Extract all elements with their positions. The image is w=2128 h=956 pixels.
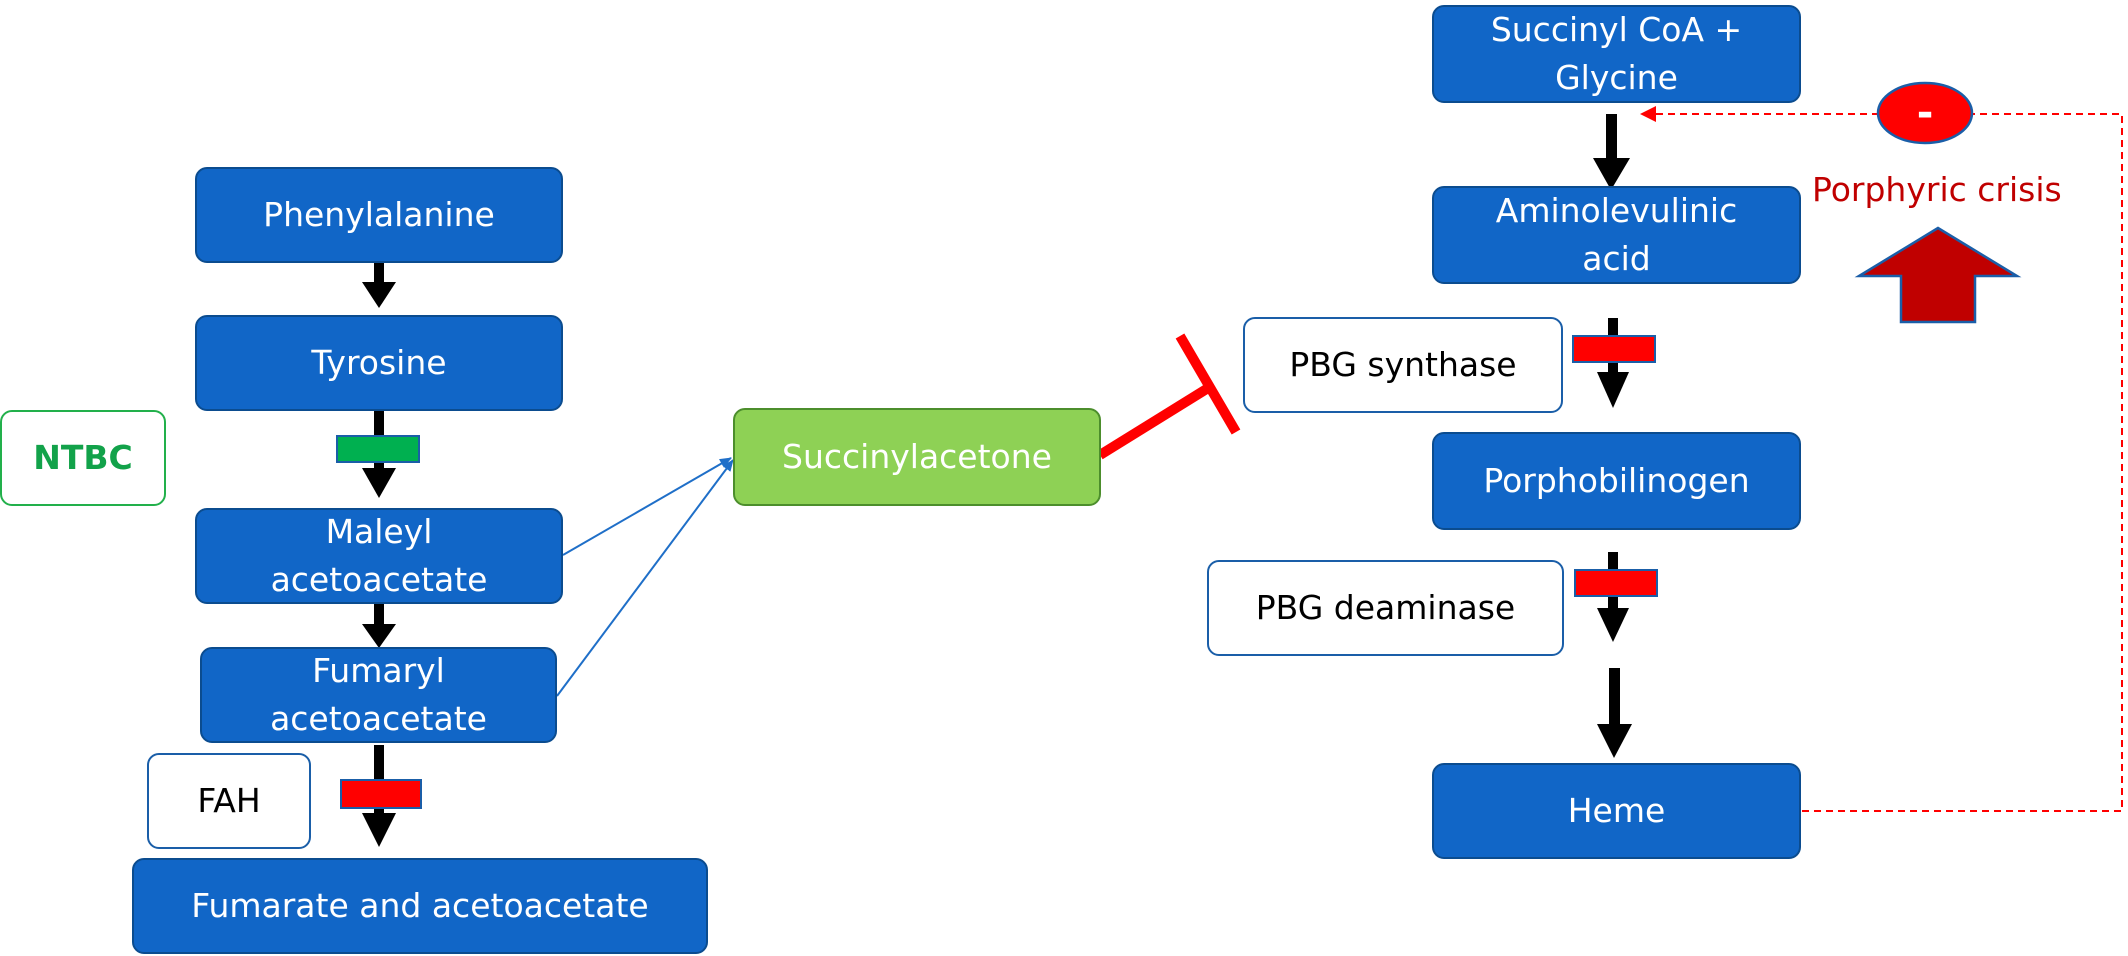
negative-feedback-badge [1876,81,1974,145]
node-tyrosine-label: Tyrosine [311,343,447,383]
node-porphobilinogen: Porphobilinogen [1432,432,1801,530]
porphyric-crisis-label: Porphyric crisis [1812,170,2062,209]
node-fumaryl-line1: Fumaryl [312,651,445,691]
node-heme: Heme [1432,763,1801,859]
negative-sign: - [1916,90,1934,136]
node-pbg-deaminase-label: PBG deaminase [1255,588,1516,628]
ntbc-inhibition-block [336,435,420,463]
node-tyrosine: Tyrosine [195,315,563,411]
node-phenylalanine-label: Phenylalanine [263,195,495,235]
node-heme-label: Heme [1567,791,1666,831]
node-fah: FAH [147,753,311,849]
node-succinylacetone-label: Succinylacetone [782,437,1052,477]
node-fah-label: FAH [197,781,261,821]
fah-deficiency-block [340,779,422,809]
link-fumaryl-to-succinylacetone [556,459,734,697]
crisis-up-arrow [1854,226,2022,324]
node-succinyl-coa-glycine: Succinyl CoA + Glycine [1432,5,1801,103]
node-ala-line2: acid [1582,239,1651,278]
node-fumaryl-acetoacetate: Fumaryl acetoacetate [200,647,557,743]
pbg-deaminase-block [1574,569,1658,597]
node-maleyl-line2: acetoacetate [270,560,488,599]
link-maleyl-to-succinylacetone [562,457,732,556]
arrow-maleyl-to-fumaryl [362,602,396,648]
node-maleyl-line1: Maleyl [325,512,433,552]
node-fumarate-acetoacetate: Fumarate and acetoacetate [132,858,708,954]
arrow-succinyl-to-ala [1593,114,1630,190]
node-pbg-synthase: PBG synthase [1243,317,1563,413]
node-succinyl-line2: Glycine [1555,58,1678,97]
node-phenylalanine: Phenylalanine [195,167,563,263]
succinylacetone-inhibition-symbol [1097,333,1241,460]
node-fumaryl-line2: acetoacetate [270,699,487,738]
node-pbg-deaminase: PBG deaminase [1207,560,1564,656]
node-maleyl-acetoacetate: Maleyl acetoacetate [195,508,563,604]
node-porphobilinogen-label: Porphobilinogen [1483,461,1750,501]
arrow-phenylalanine-to-tyrosine [362,262,396,308]
heme-feedback-loop [1644,113,2123,812]
feedback-arrowhead [1640,106,1656,122]
node-succinylacetone: Succinylacetone [733,408,1101,506]
pbg-synthase-block [1572,335,1656,363]
node-ala-line1: Aminolevulinic [1495,191,1738,231]
node-ntbc-label: NTBC [33,438,133,478]
node-aminolevulinic-acid: Aminolevulinic acid [1432,186,1801,284]
arrow-to-heme [1597,668,1632,758]
node-fumarate-label: Fumarate and acetoacetate [191,886,649,926]
node-pbg-synthase-label: PBG synthase [1289,345,1517,385]
node-succinyl-line1: Succinyl CoA + [1490,10,1743,50]
node-ntbc: NTBC [0,410,166,506]
